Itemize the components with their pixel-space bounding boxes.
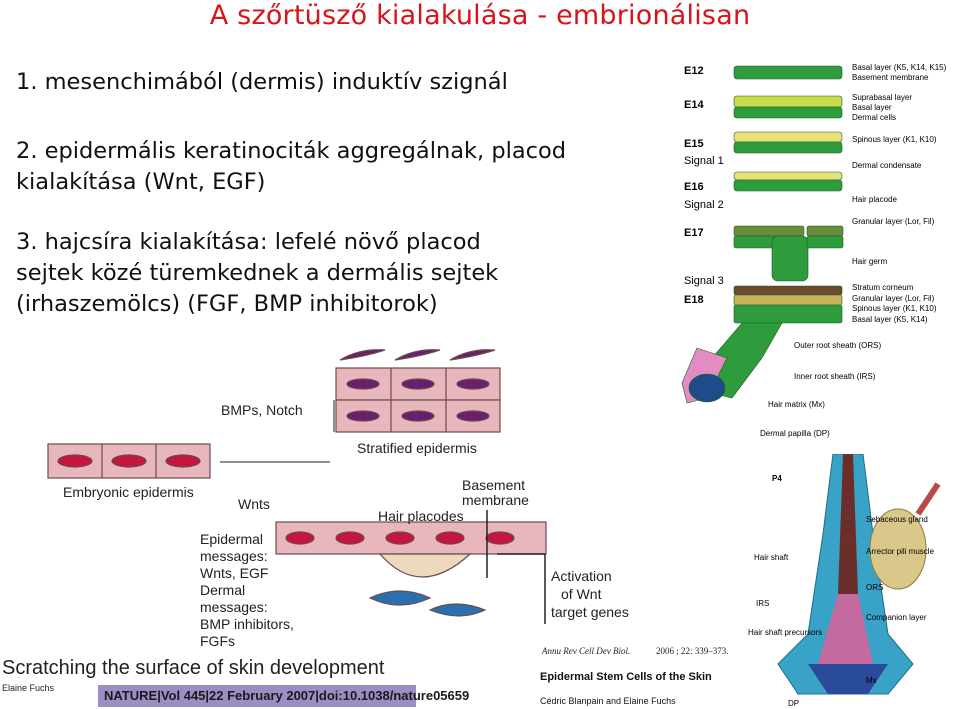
msg-6: BMP inhibitors,: [200, 616, 294, 632]
follicle-label: Granular layer (Lor, Fil): [852, 294, 935, 303]
nature-citation: NATURE|Vol 445|22 February 2007|doi:10.1…: [104, 688, 470, 703]
msg-3: Wnts, EGF: [200, 565, 269, 581]
follicle-label: Stratum corneum: [852, 283, 914, 292]
point-2-line-1: 2. epidermális keratinociták aggregálnak…: [16, 138, 567, 164]
follicle-label: Hair germ: [852, 257, 887, 266]
act-1: Activation: [551, 568, 612, 584]
follicle-label: Outer root sheath (ORS): [794, 341, 881, 350]
follicle-label: Suprabasal layer: [852, 93, 912, 102]
follicle-label: Spinous layer (K1, K10): [852, 304, 937, 313]
figure-caption: Scratching the surface of skin developme…: [2, 657, 385, 679]
act-2: of Wnt: [561, 586, 602, 602]
stage-e16: E16: [684, 181, 704, 193]
point-3-line-2: sejtek közé türemkednek a dermális sejte…: [16, 260, 499, 286]
p4-label: IRS: [756, 599, 769, 608]
stage-e12: E12: [684, 65, 704, 77]
activation-label: Activation of Wnt target genes: [551, 567, 629, 621]
stage-e15: E15: [684, 138, 704, 150]
follicle-label: Basal layer (K5, K14): [852, 315, 928, 324]
nature-schematic: [47, 349, 547, 624]
p4-label: Arrector pili muscle: [866, 547, 935, 556]
basement-line-2: membrane: [462, 492, 529, 508]
follicle-label: Granular layer (Lor, Fil): [852, 217, 935, 226]
follicle-label: Basement membrane: [852, 73, 929, 82]
embryonic-label: Embryonic epidermis: [63, 484, 194, 500]
point-1: 1. mesenchimából (dermis) induktív szign…: [16, 67, 508, 98]
wnts-label: Wnts: [238, 496, 270, 512]
stratified-label: Stratified epidermis: [357, 440, 477, 456]
basement-line-1: Basement: [462, 477, 526, 493]
p4-label: Sebaceous gland: [866, 515, 928, 524]
stage-e18: E18: [684, 294, 704, 306]
signal-1: Signal 1: [684, 155, 724, 167]
msg-7: FGFs: [200, 633, 235, 649]
p4-stage: P4: [772, 474, 782, 483]
point-2: 2. epidermális keratinociták aggregálnak…: [16, 136, 566, 198]
signal-3: Signal 3: [684, 275, 724, 287]
p4-label: Mx: [866, 676, 877, 685]
bmps-notch-label: BMPs, Notch: [221, 402, 303, 418]
stem-cells-authors: Cédric Blanpain and Elaine Fuchs: [540, 696, 676, 706]
point-3-line-1: 3. hajcsíra kialakítása: lefelé növő pla…: [16, 229, 481, 255]
follicle-label: Dermal papilla (DP): [760, 429, 830, 438]
follicle-label: Spinous layer (K1, K10): [852, 135, 937, 144]
p4-label: Hair shaft: [754, 553, 789, 562]
point-3: 3. hajcsíra kialakítása: lefelé növő pla…: [16, 227, 498, 320]
follicle-label: Hair placode: [852, 195, 897, 204]
follicle-label: Basal layer (K5, K14, K15): [852, 63, 947, 72]
basement-label: Basement membrane: [462, 478, 529, 508]
p4-label: DP: [788, 699, 799, 708]
follicle-development-figure: E12 E14 E15 E16 E17 E18 Signal 1 Signal …: [681, 63, 947, 438]
msg-4: Dermal: [200, 582, 246, 598]
act-3: target genes: [551, 604, 629, 620]
nature-banner: [98, 685, 416, 707]
point-2-line-2: kialakítása (Wnt, EGF): [16, 169, 266, 195]
follicle-labels: Basal layer (K5, K14, K15)Basement membr…: [760, 63, 947, 438]
stage-e14: E14: [684, 99, 704, 111]
stem-cells-title: Epidermal Stem Cells of the Skin: [540, 671, 712, 683]
point-3-line-3: (irhaszemölcs) (FGF, BMP inhibitorok): [16, 291, 438, 317]
p4-label: ORS: [866, 583, 883, 592]
follicle-label: Dermal condensate: [852, 161, 922, 170]
msg-5: messages:: [200, 599, 268, 615]
msg-2: messages:: [200, 548, 268, 564]
signal-2: Signal 2: [684, 199, 724, 211]
placodes-label: Hair placodes: [378, 508, 464, 524]
caption-author: Elaine Fuchs: [2, 683, 55, 693]
p4-label: Hair shaft precursors: [748, 628, 822, 637]
slide-title: A szőrtüsző kialakulása - embrionálisan: [209, 0, 751, 31]
journal-volume: 2006 ; 22: 339–373.: [656, 646, 729, 656]
follicle-label: Basal layer: [852, 103, 892, 112]
follicle-label: Dermal cells: [852, 113, 896, 122]
p4-label: Companion layer: [866, 613, 927, 622]
follicle-label: Hair matrix (Mx): [768, 400, 825, 409]
point-1-line-1: 1. mesenchimából (dermis) induktív szign…: [16, 69, 508, 95]
msg-1: Epidermal: [200, 531, 264, 547]
journal-citation: Annu Rev Cell Dev Biol.: [542, 646, 631, 656]
messages-label: Epidermal messages: Wnts, EGF Dermal mes…: [200, 531, 294, 650]
follicle-label: Inner root sheath (IRS): [794, 372, 876, 381]
stage-e17: E17: [684, 227, 704, 239]
